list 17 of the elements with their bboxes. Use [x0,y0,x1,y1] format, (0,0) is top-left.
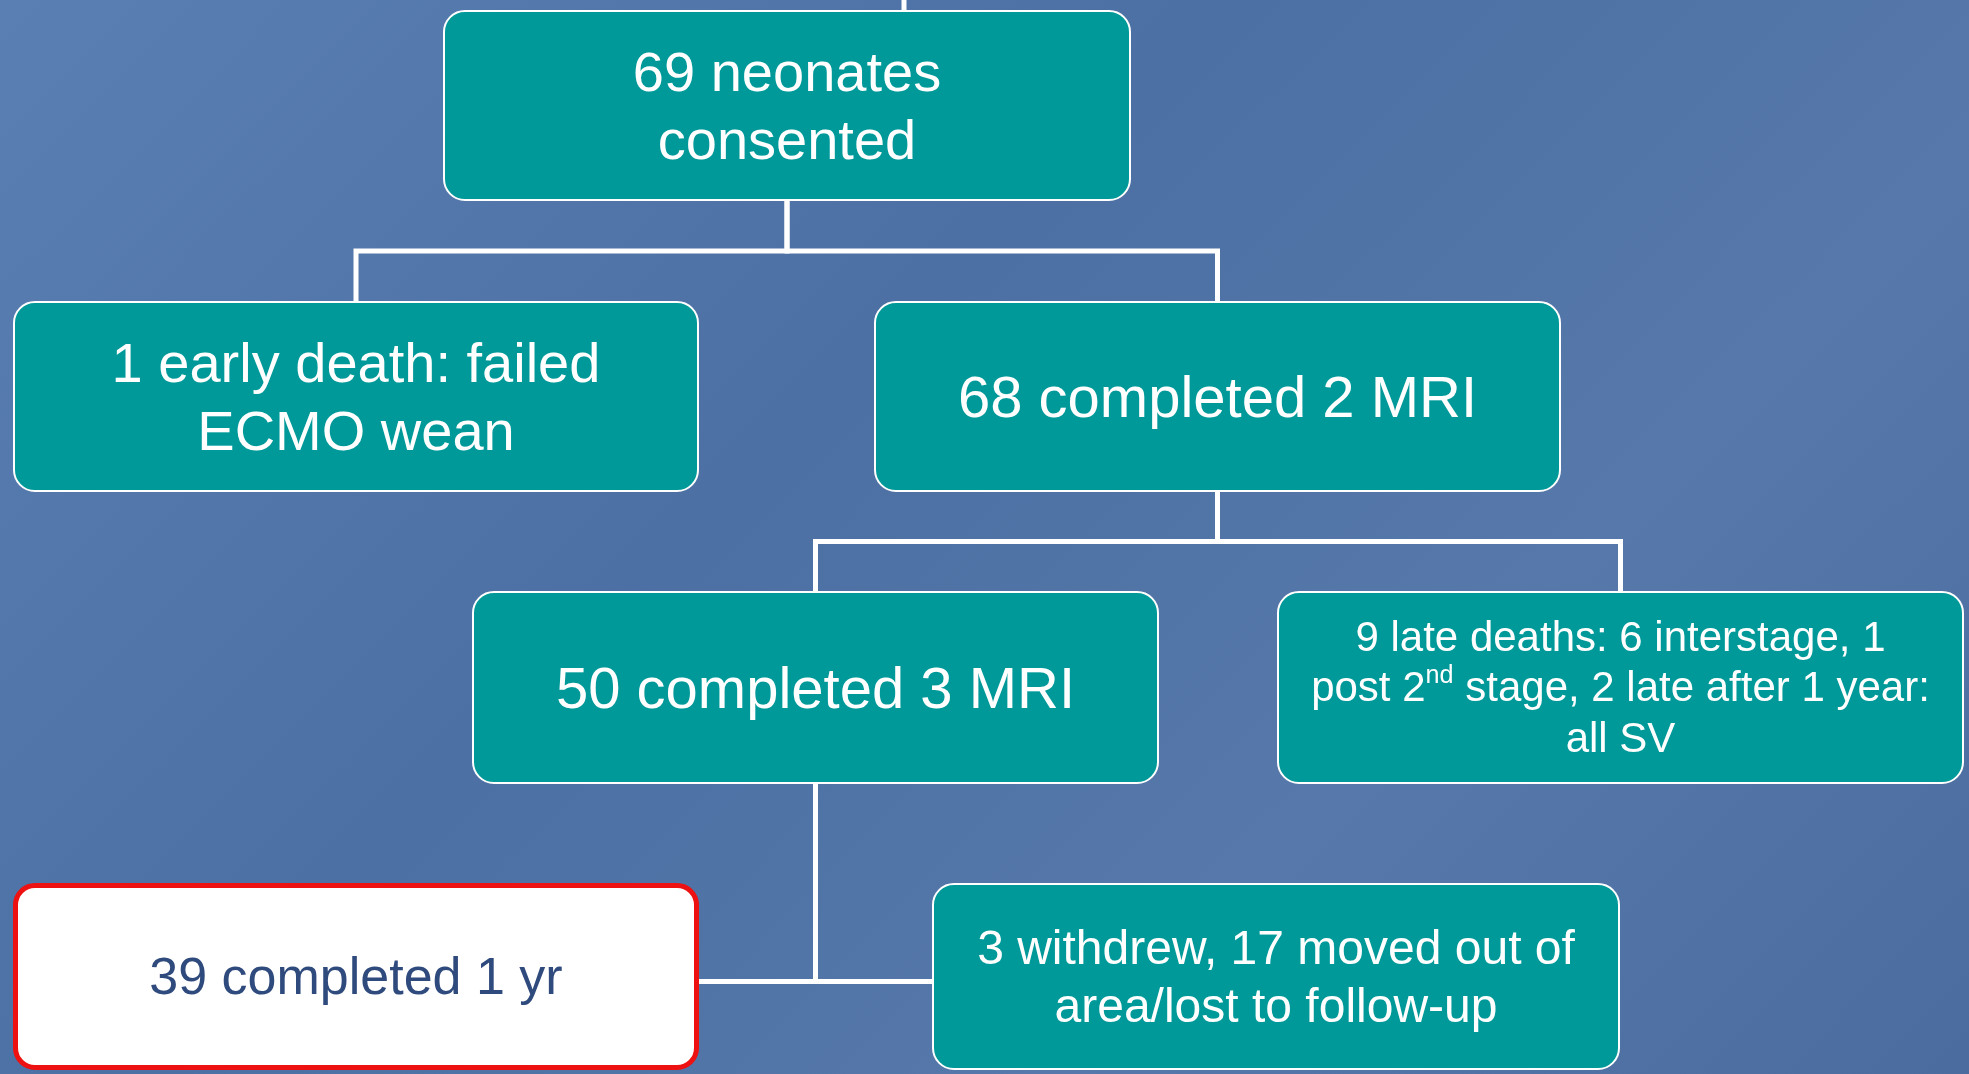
highlighted-box [13,883,699,1070]
box-text: 39 completed 1 yr [149,946,563,1008]
process-box [13,301,699,492]
process-box [472,591,1159,784]
connector-line [1215,492,1623,591]
box-text: 68 completed 2 MRI [958,362,1477,431]
connector-line [901,0,907,10]
process-box [443,10,1131,201]
box-text: 1 early death: failed ECMO wean [110,330,602,464]
box-text: 50 completed 3 MRI [556,653,1075,722]
connector-line [784,201,1220,301]
box-text: 9 late deaths: 6 interstage, 1 post 2$^{nd}$ stage, 2 late after 1 year: all SV [1310,611,1931,763]
process-box [874,301,1561,492]
box-text: 3 withdrew, 17 moved out of area/lost to follow-up [976,919,1576,1034]
process-box [1277,591,1964,784]
process-box [932,883,1620,1070]
box-text: 69 neonates consented [631,39,943,173]
